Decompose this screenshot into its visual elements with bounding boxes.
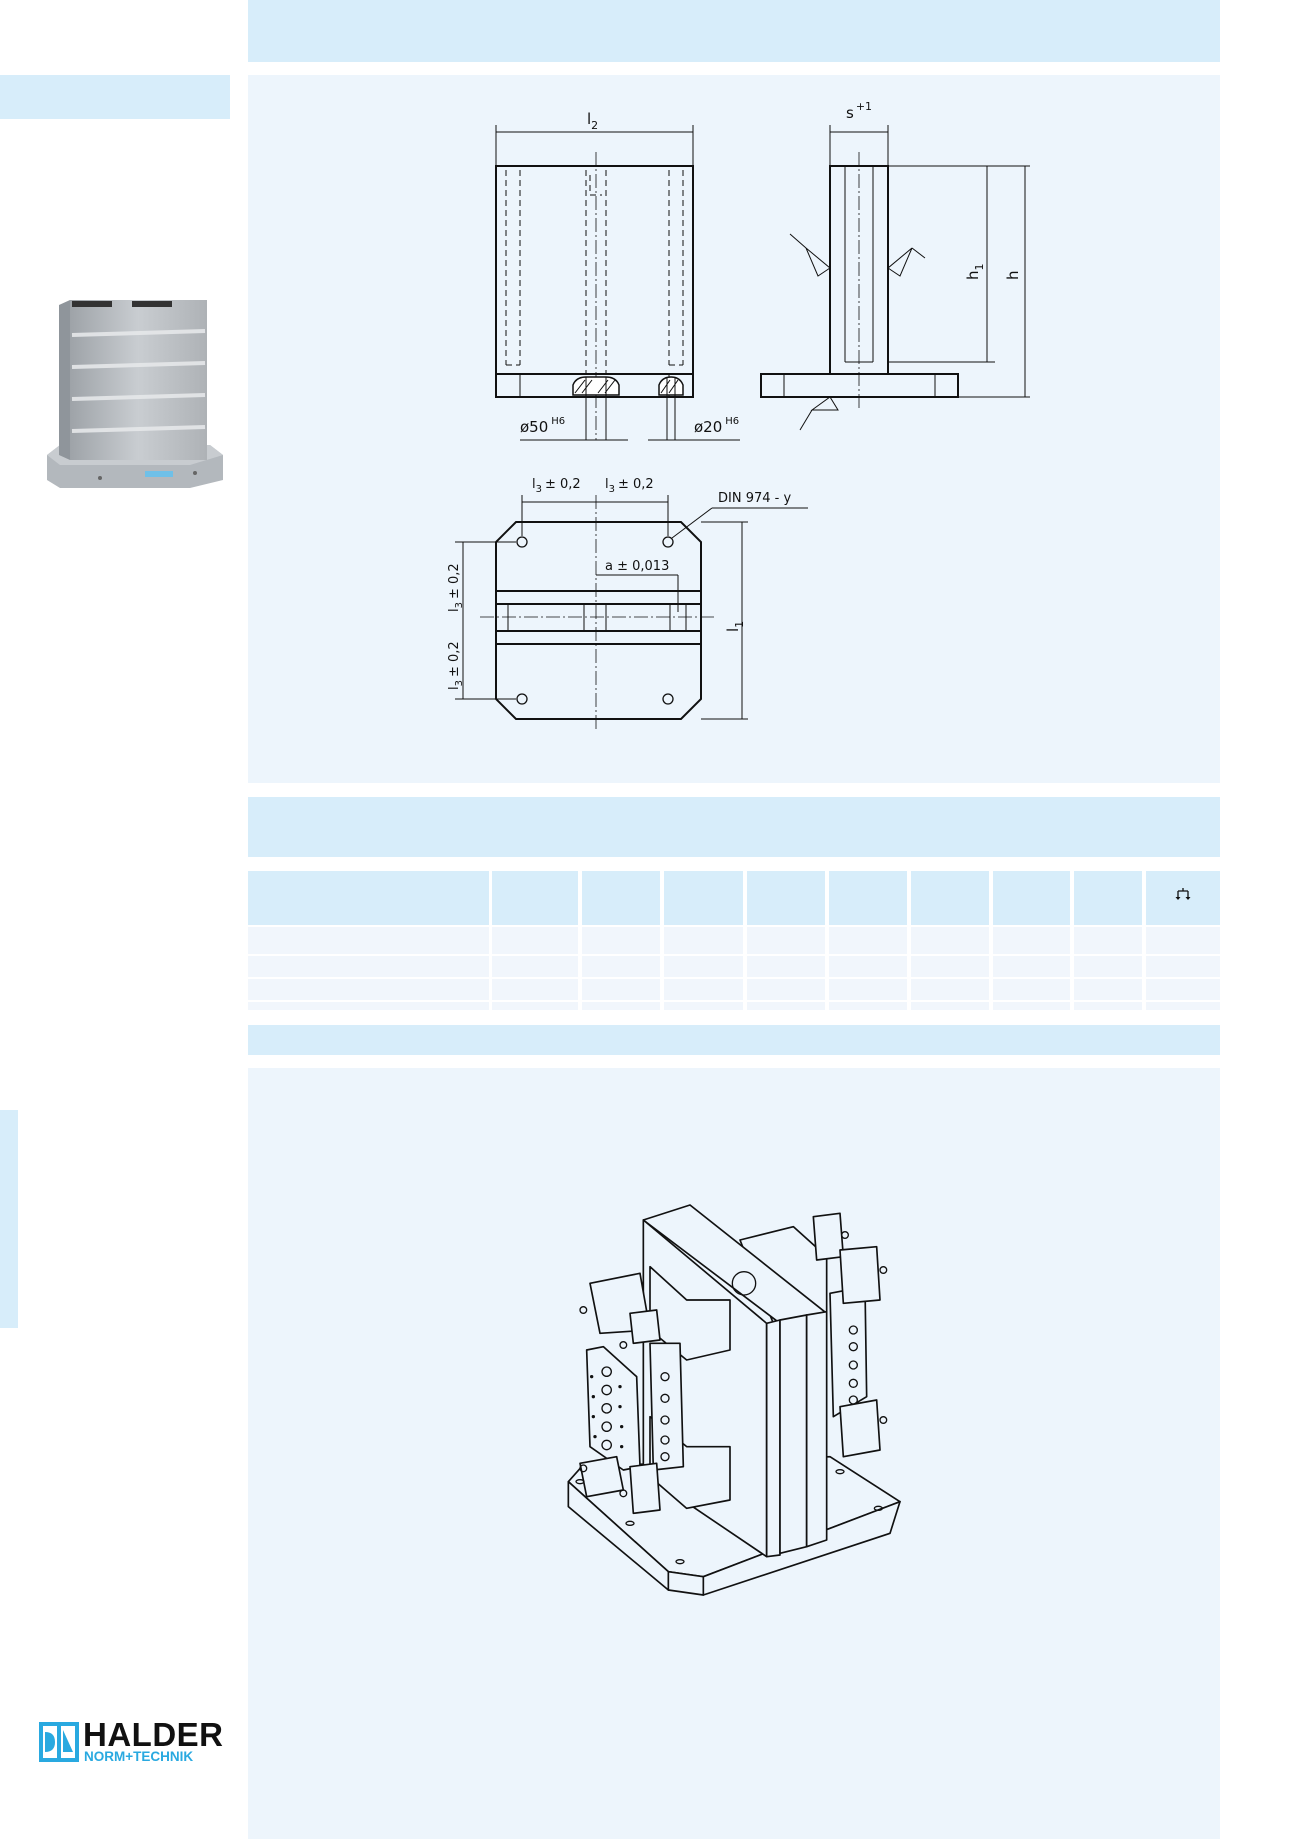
table-cell — [1074, 979, 1142, 1000]
table-cell — [747, 1002, 825, 1010]
halder-logo: HALDER NORM+TECHNIK — [39, 1716, 234, 1765]
table-cell — [582, 979, 660, 1000]
table-header-cell — [582, 871, 660, 925]
dim-l3-left-lower: l3± 0,2 — [447, 641, 465, 690]
table-cell — [1146, 956, 1220, 977]
table-cell — [911, 927, 989, 954]
table-cell — [993, 956, 1070, 977]
table-cell — [747, 956, 825, 977]
table-cell — [911, 956, 989, 977]
side-view: s+1 h1 h — [760, 100, 1030, 431]
sidebar-section-marker — [0, 1110, 18, 1328]
product-photo — [47, 300, 223, 488]
table-cell — [582, 956, 660, 977]
technical-drawing-panel — [248, 75, 1220, 783]
logo-brand: HALDER — [83, 1716, 224, 1753]
table-cell — [1074, 927, 1142, 954]
dim-s-label: s+1 — [846, 100, 872, 122]
table-cell — [993, 927, 1070, 954]
table-cell — [829, 956, 907, 977]
table-header-cell — [829, 871, 907, 925]
table-cell — [747, 927, 825, 954]
table-cell — [492, 956, 578, 977]
table-cell — [664, 956, 743, 977]
dim-a-label: a ± 0,013 — [605, 559, 669, 574]
table-cell — [993, 979, 1070, 1000]
logo-subtitle: NORM+TECHNIK — [84, 1749, 194, 1764]
table-cell — [248, 1002, 489, 1010]
table-cell — [664, 979, 743, 1000]
dim-h1-label: h1 — [964, 263, 986, 280]
table-cell — [582, 927, 660, 954]
table-cell — [582, 1002, 660, 1010]
dim-l3-top-right: l3± 0,2 — [605, 477, 654, 495]
table-cell — [747, 979, 825, 1000]
dim-l3-left-upper: l3± 0,2 — [447, 563, 465, 612]
dim-h-label: h — [1004, 270, 1022, 280]
table-cell — [911, 1002, 989, 1010]
table-cell — [993, 1002, 1070, 1010]
table-cell — [492, 927, 578, 954]
table-cell — [492, 979, 578, 1000]
table-cell — [248, 927, 489, 954]
table-cell — [829, 927, 907, 954]
table-header-cell — [747, 871, 825, 925]
table-cell — [248, 956, 489, 977]
din-label: DIN 974 - y — [718, 491, 791, 506]
table-header-cell — [911, 871, 989, 925]
table-cell — [829, 1002, 907, 1010]
table-cell — [1074, 956, 1142, 977]
application-example-drawing — [567, 1204, 901, 1596]
table-header-cell — [248, 871, 489, 925]
table-cell — [1146, 1002, 1220, 1010]
dim-l1-label: l1 — [724, 621, 746, 632]
table-cell — [664, 927, 743, 954]
table-header-weight — [1146, 871, 1220, 925]
table-cell — [664, 1002, 743, 1010]
table-cell — [1146, 927, 1220, 954]
table-header-cell — [492, 871, 578, 925]
plan-view: l3± 0,2 l3± 0,2 DIN 974 - y a ± 0,013 l3… — [447, 477, 808, 730]
table-cell — [1074, 1002, 1142, 1010]
table-header-cell — [664, 871, 743, 925]
halder-logo-mark-icon — [39, 1722, 79, 1762]
header-band — [248, 0, 1220, 62]
table-cell — [492, 1002, 578, 1010]
sidebar-category-box — [0, 75, 230, 119]
section-band-application — [248, 1025, 1220, 1055]
dim-l3-top-left: l3± 0,2 — [532, 477, 581, 495]
table-cell — [1146, 979, 1220, 1000]
section-band — [248, 797, 1220, 857]
table-header-cell — [1074, 871, 1142, 925]
table-cell — [911, 979, 989, 1000]
dim-l2-label: l2 — [587, 110, 598, 132]
table-header-cell — [993, 871, 1070, 925]
table-cell — [248, 979, 489, 1000]
weight-icon — [1175, 888, 1191, 900]
table-cell — [829, 979, 907, 1000]
